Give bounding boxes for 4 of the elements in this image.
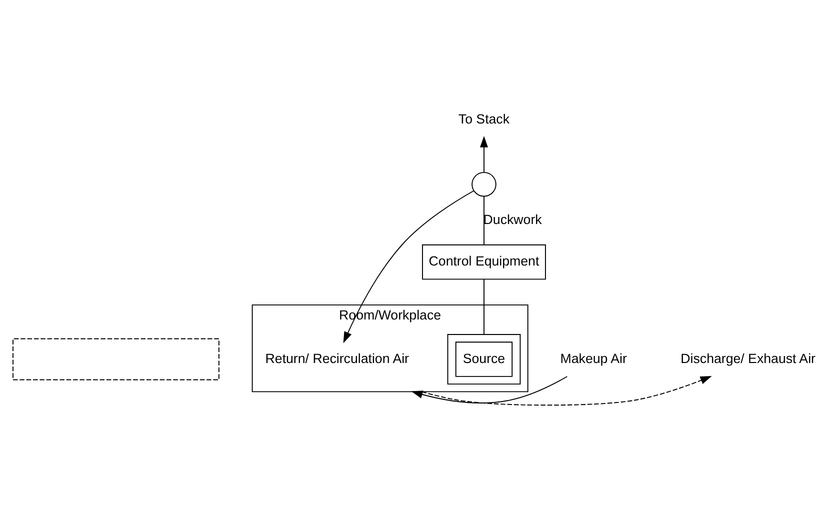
node-text: To Stack — [458, 112, 510, 127]
node-text: Makeup Air — [560, 350, 627, 366]
node-text: Discharge/ Exhaust Air — [680, 350, 816, 366]
node-text: Return/ Recirculation Air — [265, 350, 410, 366]
